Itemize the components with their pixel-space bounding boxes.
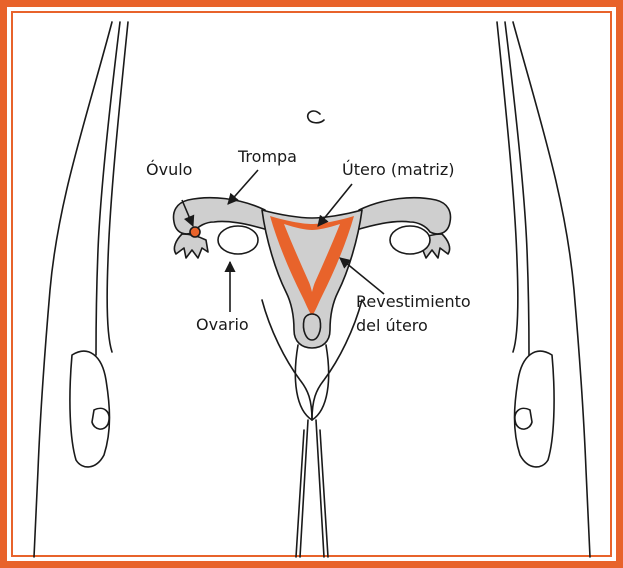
navel — [308, 111, 324, 123]
right-thumb — [515, 408, 532, 429]
right-ovary — [390, 226, 430, 254]
left-leg-line-b — [296, 430, 304, 557]
label-revestimiento-2: del útero — [356, 316, 428, 336]
cervix — [303, 314, 320, 340]
right-arm-inner-2 — [497, 22, 518, 352]
right-thigh-curve — [312, 345, 329, 420]
arrow-revestimiento — [340, 258, 384, 294]
label-revestimiento-1: Revestimiento — [356, 292, 471, 312]
left-fallopian-tube — [174, 198, 268, 234]
left-torso-outline — [34, 22, 112, 557]
label-trompa: Trompa — [238, 147, 297, 167]
label-ovario: Ovario — [196, 315, 249, 335]
arrow-trompa — [228, 170, 258, 204]
left-arm-inner-2 — [107, 22, 128, 352]
left-thumb — [92, 408, 109, 429]
label-utero: Útero (matriz) — [342, 160, 455, 180]
left-ovary — [218, 226, 258, 254]
left-thigh-curve — [295, 345, 312, 420]
ovum — [190, 227, 200, 237]
label-ovulo: Óvulo — [146, 160, 192, 180]
left-fimbriae — [174, 234, 208, 258]
right-leg-line-b — [320, 430, 328, 557]
right-torso-outline — [513, 22, 590, 557]
